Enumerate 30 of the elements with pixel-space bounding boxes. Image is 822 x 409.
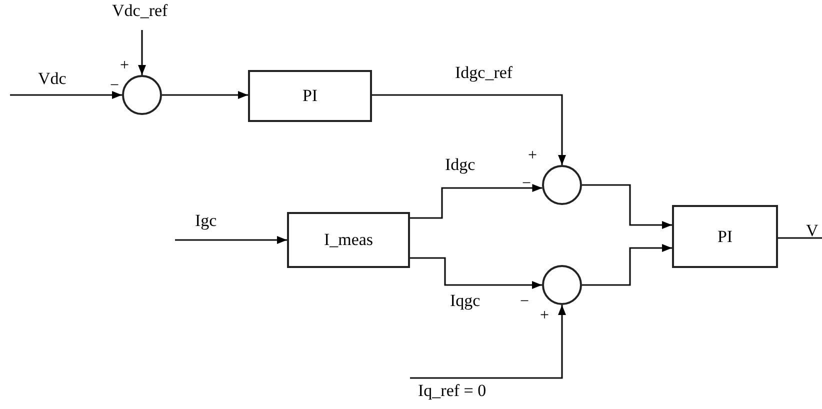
sign-label: −: [522, 176, 532, 192]
signal-arrow: [582, 184, 672, 229]
signal-arrow: [410, 305, 566, 379]
summing-junction: [122, 75, 162, 115]
sign-label: +: [540, 308, 550, 324]
signal-arrow: [582, 244, 672, 286]
block-box: PI: [672, 205, 778, 268]
signal-label: Idgc: [445, 156, 476, 173]
sign-label: +: [120, 58, 130, 74]
signal-label: Vdc: [38, 70, 66, 87]
sign-label: −: [520, 294, 530, 310]
sign-label: −: [110, 78, 120, 94]
signal-label: Iqgc: [450, 292, 480, 309]
signal-label: V: [806, 222, 818, 239]
signal-label: Iq_ref = 0: [418, 382, 486, 399]
signal-arrow: [138, 30, 146, 75]
summing-junction: [542, 165, 582, 205]
block-box: PI: [248, 70, 372, 122]
signal-label: Vdc_ref: [112, 2, 168, 19]
summing-junction: [542, 265, 582, 305]
signal-arrow: [175, 236, 287, 244]
signal-label: Igc: [195, 212, 217, 229]
signal-arrow: [162, 91, 248, 99]
signal-arrow: [410, 257, 542, 289]
signal-label: Idgc_ref: [455, 64, 513, 81]
signal-arrow: [372, 94, 566, 165]
signal-arrow: [10, 91, 122, 99]
signal-arrow: [410, 184, 542, 219]
sign-label: +: [528, 148, 538, 164]
block-box: I_meas: [287, 212, 410, 268]
